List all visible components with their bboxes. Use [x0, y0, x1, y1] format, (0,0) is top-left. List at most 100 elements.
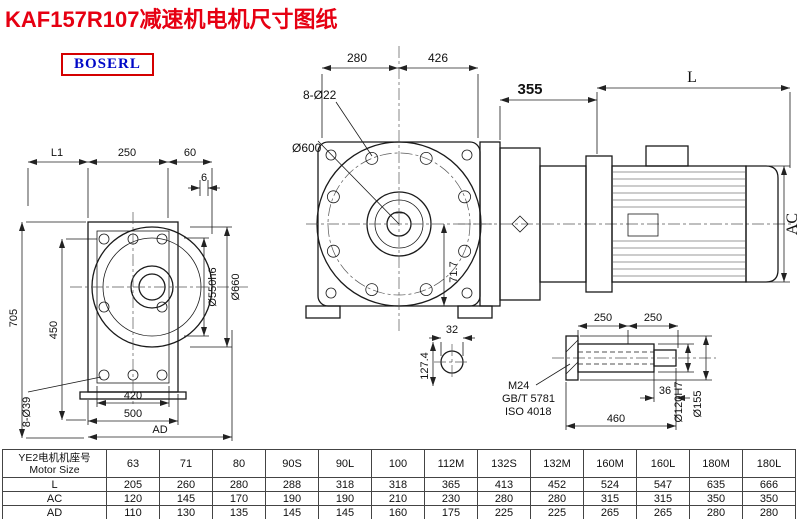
value-cell: 210	[371, 491, 425, 506]
dim-460: 460	[607, 413, 625, 425]
dim-250-a: 250	[594, 312, 612, 324]
value-cell: 225	[530, 505, 584, 519]
standard-iso: ISO 4018	[505, 406, 551, 418]
size-cell: 90S	[265, 449, 319, 478]
dim-6: 6	[201, 172, 207, 184]
row-label: AC	[2, 491, 107, 506]
value-cell: 135	[212, 505, 266, 519]
value-cell: 315	[583, 491, 637, 506]
value-cell: 666	[742, 477, 796, 492]
value-cell: 413	[477, 477, 531, 492]
value-cell: 547	[636, 477, 690, 492]
value-cell: 280	[477, 491, 531, 506]
motor-size-header: YE2电机机座号 Motor Size	[2, 449, 107, 478]
value-cell: 265	[583, 505, 637, 519]
technical-drawing: L1 250 60 6 705 450 8-Ø39	[8, 46, 800, 441]
dim-d155: Ø155	[692, 391, 704, 418]
side-view: 355 L AC	[458, 69, 800, 307]
brand-logo: BOSERL	[61, 53, 154, 76]
value-cell: 280	[742, 505, 796, 519]
value-cell: 130	[159, 505, 213, 519]
value-cell: 524	[583, 477, 637, 492]
dim-d600: Ø600	[292, 141, 322, 155]
value-cell: 365	[424, 477, 478, 492]
dim-ad: AD	[152, 424, 167, 436]
value-cell: 265	[636, 505, 690, 519]
dim-127-4: 127.4	[419, 352, 431, 380]
dim-32: 32	[446, 324, 458, 336]
table-header-row: YE2电机机座号 Motor Size 63 71 80 90S 90L 100…	[2, 449, 796, 478]
dim-705: 705	[8, 309, 20, 327]
value-cell: 315	[636, 491, 690, 506]
size-cell: 90L	[318, 449, 372, 478]
size-cell: 160L	[636, 449, 690, 478]
value-cell: 350	[742, 491, 796, 506]
dim-450: 450	[48, 321, 60, 339]
value-cell: 190	[318, 491, 372, 506]
value-cell: 280	[212, 477, 266, 492]
value-cell: 350	[689, 491, 743, 506]
value-cell: 190	[265, 491, 319, 506]
flange-view: 280 426 8-Ø22 Ø600 71.7 32 127.4	[292, 46, 494, 386]
dim-420: 420	[124, 390, 142, 402]
dim-d120h7: Ø120H7	[673, 382, 685, 423]
size-cell: 71	[159, 449, 213, 478]
value-cell: 280	[530, 491, 584, 506]
size-cell: 180L	[742, 449, 796, 478]
flange-outer-circle	[91, 226, 213, 348]
dim-l-length: L	[687, 69, 697, 86]
dim-l1: L1	[51, 147, 63, 159]
standard-gb: GB/T 5781	[502, 393, 555, 405]
table-row-l: L 205 260 280 288 318 318 365 413 452 52…	[2, 477, 796, 492]
dim-d550h6: Ø550h6	[207, 267, 219, 306]
value-cell: 145	[318, 505, 372, 519]
foot-left	[305, 305, 341, 319]
dim-355: 355	[517, 81, 542, 98]
size-cell: 160M	[583, 449, 637, 478]
size-cell: 63	[106, 449, 160, 478]
dim-8xd22: 8-Ø22	[303, 88, 337, 102]
value-cell: 280	[689, 505, 743, 519]
dim-60: 60	[184, 147, 196, 159]
page-title: KAF157R107减速机电机尺寸图纸	[5, 7, 338, 32]
dim-500: 500	[124, 408, 142, 420]
dim-8xd39: 8-Ø39	[21, 397, 33, 428]
table-row-ad: AD 110 130 135 145 145 160 175 225 225 2…	[2, 505, 796, 519]
value-cell: 160	[371, 505, 425, 519]
front-view: L1 250 60 6 705 450 8-Ø39	[8, 147, 248, 441]
size-cell: 100	[371, 449, 425, 478]
terminal-box	[645, 145, 689, 167]
value-cell: 318	[318, 477, 372, 492]
dim-426: 426	[428, 51, 448, 65]
shaft-step	[653, 349, 677, 367]
row-label: L	[2, 477, 107, 492]
shaft-detail: 250 250 M24 GB/T 5781 ISO 4018 36 460 Ø1…	[502, 312, 716, 430]
size-cell: 132M	[530, 449, 584, 478]
motor-size-header-cn: YE2电机机座号	[18, 451, 91, 464]
thread-label-m24: M24	[508, 380, 529, 392]
value-cell: 452	[530, 477, 584, 492]
value-cell: 145	[159, 491, 213, 506]
value-cell: 170	[212, 491, 266, 506]
foot-right	[457, 305, 493, 319]
dim-ac: AC	[784, 213, 800, 235]
value-cell: 145	[265, 505, 319, 519]
size-cell: 180M	[689, 449, 743, 478]
dim-250: 250	[118, 147, 136, 159]
size-cell: 112M	[424, 449, 478, 478]
value-cell: 288	[265, 477, 319, 492]
value-cell: 175	[424, 505, 478, 519]
motor-dimension-table: YE2电机机座号 Motor Size 63 71 80 90S 90L 100…	[2, 449, 796, 519]
value-cell: 318	[371, 477, 425, 492]
value-cell: 205	[106, 477, 160, 492]
value-cell: 230	[424, 491, 478, 506]
output-shaft-boss	[130, 265, 174, 309]
motor-nameplate	[627, 213, 659, 237]
dim-250-b: 250	[644, 312, 662, 324]
size-cell: 132S	[477, 449, 531, 478]
dim-71-7: 71.7	[448, 261, 460, 282]
value-cell: 635	[689, 477, 743, 492]
value-cell: 225	[477, 505, 531, 519]
dim-d660: Ø660	[230, 274, 242, 301]
